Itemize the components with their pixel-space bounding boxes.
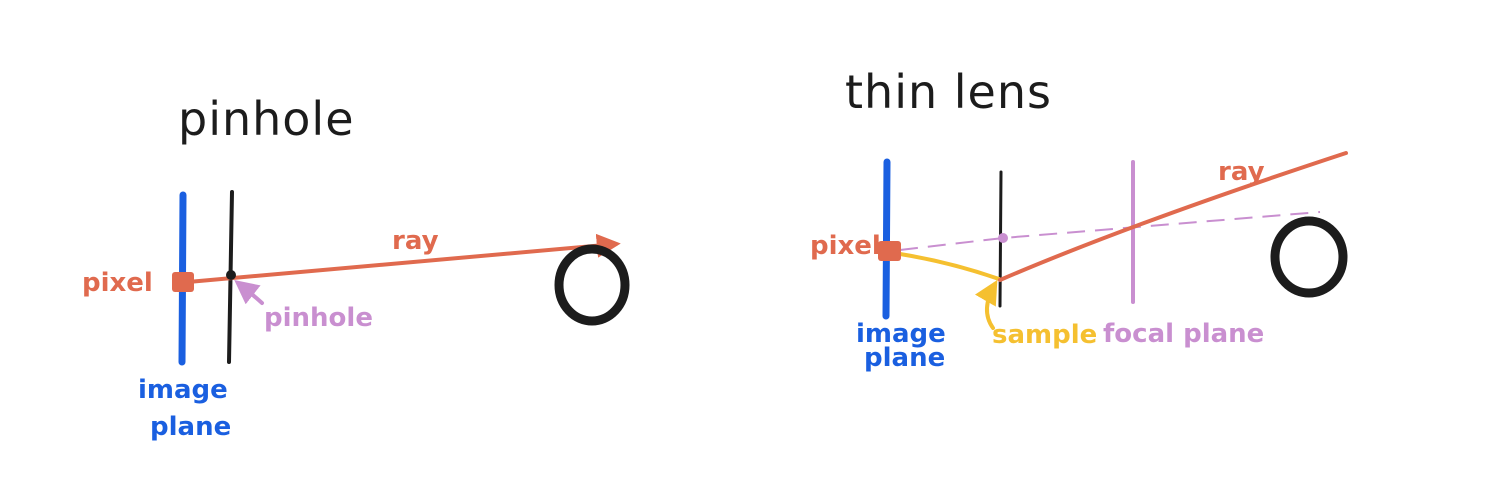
pinhole-pinhole-label: pinhole bbox=[264, 303, 373, 333]
pinhole-ray bbox=[186, 233, 621, 284]
pinhole-pointer-arrow bbox=[234, 280, 264, 305]
thin-lens-panel: thin lens pixel ray sample focal plane i… bbox=[810, 65, 1348, 373]
thin-lens-dashed-reference-ray bbox=[899, 211, 1321, 251]
thin-lens-image-plane-label-2: plane bbox=[864, 343, 945, 373]
thin-lens-image-plane-line bbox=[882, 158, 891, 320]
pinhole-object-o bbox=[554, 244, 630, 326]
thin-lens-pixel-label: pixel bbox=[810, 231, 881, 261]
pinhole-pixel-label: pixel bbox=[82, 268, 153, 298]
thin-lens-object-o bbox=[1270, 216, 1348, 298]
thin-lens-sample-label: sample bbox=[992, 320, 1097, 350]
pinhole-image-plane-label-1: image bbox=[138, 375, 228, 405]
thin-lens-focal-plane-label: focal plane bbox=[1103, 319, 1264, 349]
pinhole-title: pinhole bbox=[178, 92, 355, 146]
pinhole-point bbox=[226, 270, 236, 280]
thin-lens-ray-label: ray bbox=[1218, 157, 1265, 187]
thin-lens-sample-pointer-arrow bbox=[975, 279, 998, 330]
thin-lens-sample-ray bbox=[898, 252, 1001, 281]
thin-lens-ray bbox=[998, 151, 1348, 282]
thin-lens-pixel-marker bbox=[878, 241, 901, 261]
thin-lens-lens-center-point bbox=[998, 233, 1008, 243]
pinhole-pixel-marker bbox=[172, 272, 194, 292]
pinhole-image-plane-label-2: plane bbox=[150, 412, 231, 442]
thin-lens-image-plane-label-1: image bbox=[856, 319, 946, 349]
pinhole-ray-label: ray bbox=[392, 226, 439, 256]
thin-lens-title: thin lens bbox=[845, 65, 1052, 119]
pinhole-panel: pinhole pixel ray pinhole image plane bbox=[82, 92, 630, 442]
